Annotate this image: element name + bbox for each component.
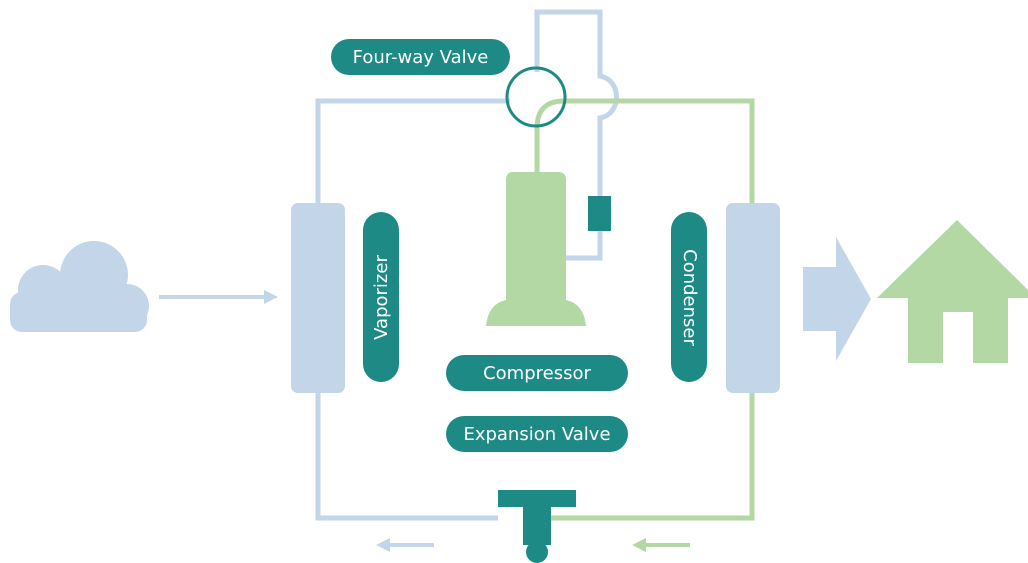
- hot-refrigerant-line: [534, 98, 755, 205]
- expansion-valve-label: Expansion Valve: [446, 416, 628, 452]
- expansion-valve-stem: [523, 505, 551, 545]
- condenser-exchanger: [726, 203, 780, 393]
- arrow-right-icon: [159, 290, 278, 304]
- four-way-valve-label: Four-way Valve: [331, 39, 510, 75]
- expansion-valve-top: [498, 490, 576, 507]
- condenser-label-text: Condenser: [678, 248, 700, 346]
- four-way-valve-bypass-line: [534, 9, 619, 196]
- suction-sensor: [588, 196, 611, 231]
- vaporizer-label: Vaporizer: [363, 212, 399, 382]
- vaporizer-label-text: Vaporizer: [370, 254, 392, 340]
- hot-refrigerant-line-bottom: [550, 392, 755, 521]
- compressor-body: [486, 172, 586, 326]
- expansion-valve-bulb: [526, 541, 548, 563]
- heat-flow-arrow-icon: [803, 237, 871, 361]
- arrow-left-icon: [632, 538, 690, 552]
- compressor-suction-line: [566, 230, 603, 261]
- vaporizer-exchanger: [291, 203, 345, 393]
- arrow-left-icon: [376, 538, 434, 552]
- cloud-icon: [10, 241, 149, 332]
- compressor-label: Compressor: [446, 355, 628, 391]
- condenser-label: Condenser: [671, 212, 707, 382]
- cold-refrigerant-line: [315, 98, 510, 205]
- cold-refrigerant-line-bottom: [315, 392, 498, 521]
- four-way-valve-symbol: [505, 66, 567, 128]
- house-icon: [877, 220, 1028, 363]
